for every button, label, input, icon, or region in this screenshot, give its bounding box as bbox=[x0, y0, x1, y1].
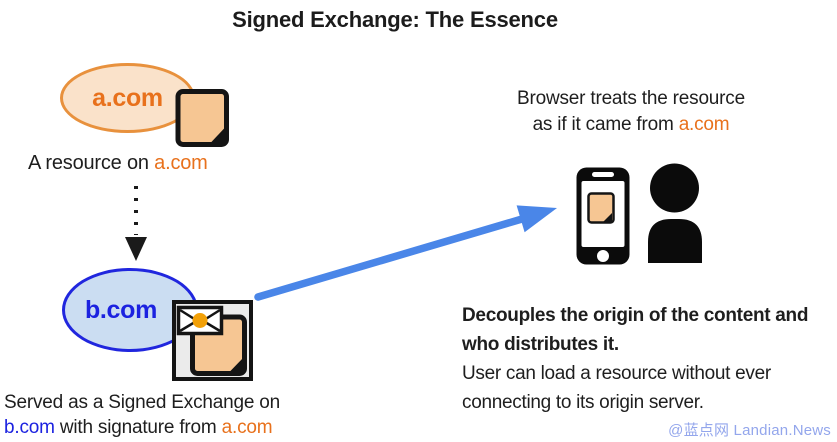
distributor-ellipse-label: b.com bbox=[84, 295, 158, 324]
smartphone-icon bbox=[576, 167, 630, 265]
distributor-caption-line1: Served as a Signed Exchange on bbox=[4, 392, 281, 413]
origin-caption-text: A resource on bbox=[28, 152, 155, 174]
signed-exchange-icon bbox=[172, 300, 253, 381]
watermark: @蓝点网 Landian.News bbox=[668, 422, 831, 439]
browser-caption-domain: a.com bbox=[678, 114, 730, 135]
browser-caption-line1: Browser treats the resource bbox=[517, 88, 745, 109]
browser-caption-line2: as if it came from a.com bbox=[455, 112, 807, 138]
page-title: Signed Exchange: The Essence bbox=[232, 7, 558, 32]
browser-caption: Browser treats the resource as if it cam… bbox=[455, 86, 807, 138]
distributor-caption-domain-b: b.com bbox=[4, 417, 55, 438]
distributor-caption: Served as a Signed Exchange on b.com wit… bbox=[4, 390, 280, 440]
distributor-caption-middle: with signature from bbox=[54, 417, 222, 438]
arrow-up-right-icon bbox=[254, 205, 557, 301]
origin-caption: A resource on a.com bbox=[28, 152, 208, 175]
document-icon bbox=[175, 89, 229, 147]
origin-caption-domain: a.com bbox=[154, 152, 208, 174]
browser-caption-prefix: as if it came from bbox=[532, 114, 679, 135]
summary-bold-line1: Decouples the origin of the content and bbox=[462, 305, 809, 326]
origin-ellipse-label: a.com bbox=[92, 83, 163, 112]
origin-ellipse: a.com bbox=[60, 63, 195, 133]
distributor-caption-domain-a: a.com bbox=[221, 417, 273, 438]
summary-line3: User can load a resource without ever bbox=[462, 363, 771, 384]
arrow-down-dotted-icon bbox=[125, 186, 147, 261]
summary-text: Decouples the origin of the content and … bbox=[462, 301, 836, 417]
summary-line4: connecting to its origin server. bbox=[462, 392, 704, 413]
person-icon bbox=[648, 163, 702, 263]
distributor-caption-line2: b.com with signature from a.com bbox=[4, 415, 280, 440]
summary-bold-line2: who distributes it. bbox=[462, 334, 619, 355]
